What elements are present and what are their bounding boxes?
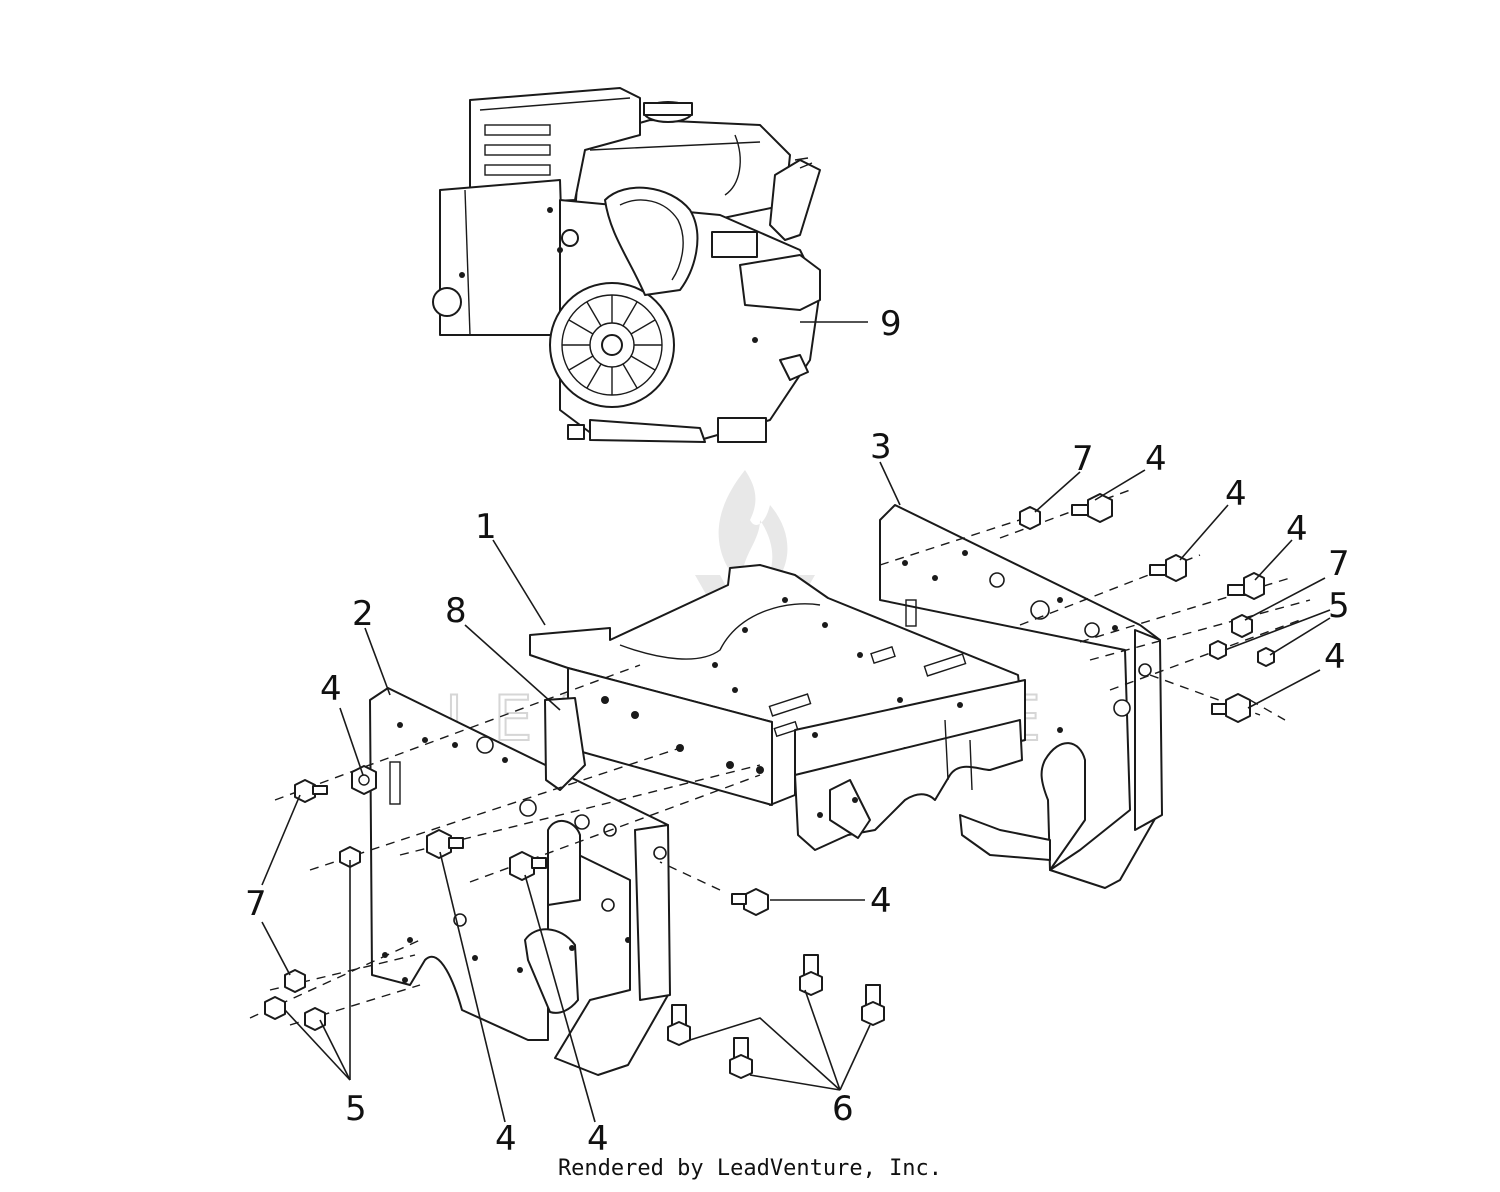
leader-lines bbox=[261, 321, 1331, 1123]
hex-nut bbox=[1209, 640, 1227, 660]
callout-7: 7 bbox=[1072, 439, 1094, 479]
stud bbox=[799, 954, 823, 996]
callout-3: 3 bbox=[870, 427, 892, 467]
callout-4: 4 bbox=[1225, 474, 1247, 514]
callout-6: 6 bbox=[832, 1089, 854, 1129]
hex-bolt bbox=[731, 888, 769, 916]
callout-4: 4 bbox=[1286, 509, 1308, 549]
callout-9: 9 bbox=[880, 304, 902, 344]
hex-nut bbox=[264, 996, 286, 1020]
callout-4: 4 bbox=[1324, 637, 1346, 677]
hex-nut bbox=[426, 829, 464, 859]
callout-2: 2 bbox=[352, 594, 374, 634]
callouts: 9 1 2 3 8 4 7 4 4 4 7 5 4 4 7 5 4 4 6 bbox=[245, 304, 1350, 1159]
callout-4: 4 bbox=[320, 669, 342, 709]
callout-7: 7 bbox=[1328, 544, 1350, 584]
callout-7: 7 bbox=[245, 884, 267, 924]
hex-nut bbox=[1019, 506, 1041, 530]
deck-plate bbox=[529, 564, 1026, 806]
hex-bolt bbox=[339, 846, 361, 868]
hex-nut bbox=[1231, 614, 1253, 638]
left-side-frame bbox=[369, 687, 671, 1076]
callout-4: 4 bbox=[587, 1119, 609, 1159]
callout-5: 5 bbox=[345, 1089, 367, 1129]
render-credit: Rendered by LeadVenture, Inc. bbox=[558, 1156, 942, 1181]
engine bbox=[432, 87, 821, 443]
callout-4: 4 bbox=[1145, 439, 1167, 479]
callout-5: 5 bbox=[1328, 586, 1350, 626]
hex-nut bbox=[304, 1007, 326, 1031]
hex-nut bbox=[351, 765, 377, 795]
callout-8: 8 bbox=[445, 591, 467, 631]
hex-nut bbox=[509, 851, 547, 881]
hex-bolt bbox=[1227, 572, 1265, 600]
hex-bolt bbox=[1211, 693, 1251, 723]
hex-bolt bbox=[294, 779, 328, 803]
hex-nut bbox=[284, 969, 306, 993]
starter-fins bbox=[562, 295, 662, 395]
stud bbox=[729, 1037, 753, 1079]
stud bbox=[861, 984, 885, 1026]
hardware bbox=[264, 493, 1275, 1079]
hex-bolt bbox=[1071, 493, 1113, 523]
callout-4: 4 bbox=[870, 881, 892, 921]
callout-4: 4 bbox=[495, 1119, 517, 1159]
stud bbox=[667, 1004, 691, 1046]
callout-1: 1 bbox=[475, 507, 497, 547]
hex-bolt bbox=[1149, 554, 1187, 582]
hex-nut bbox=[1257, 647, 1275, 667]
